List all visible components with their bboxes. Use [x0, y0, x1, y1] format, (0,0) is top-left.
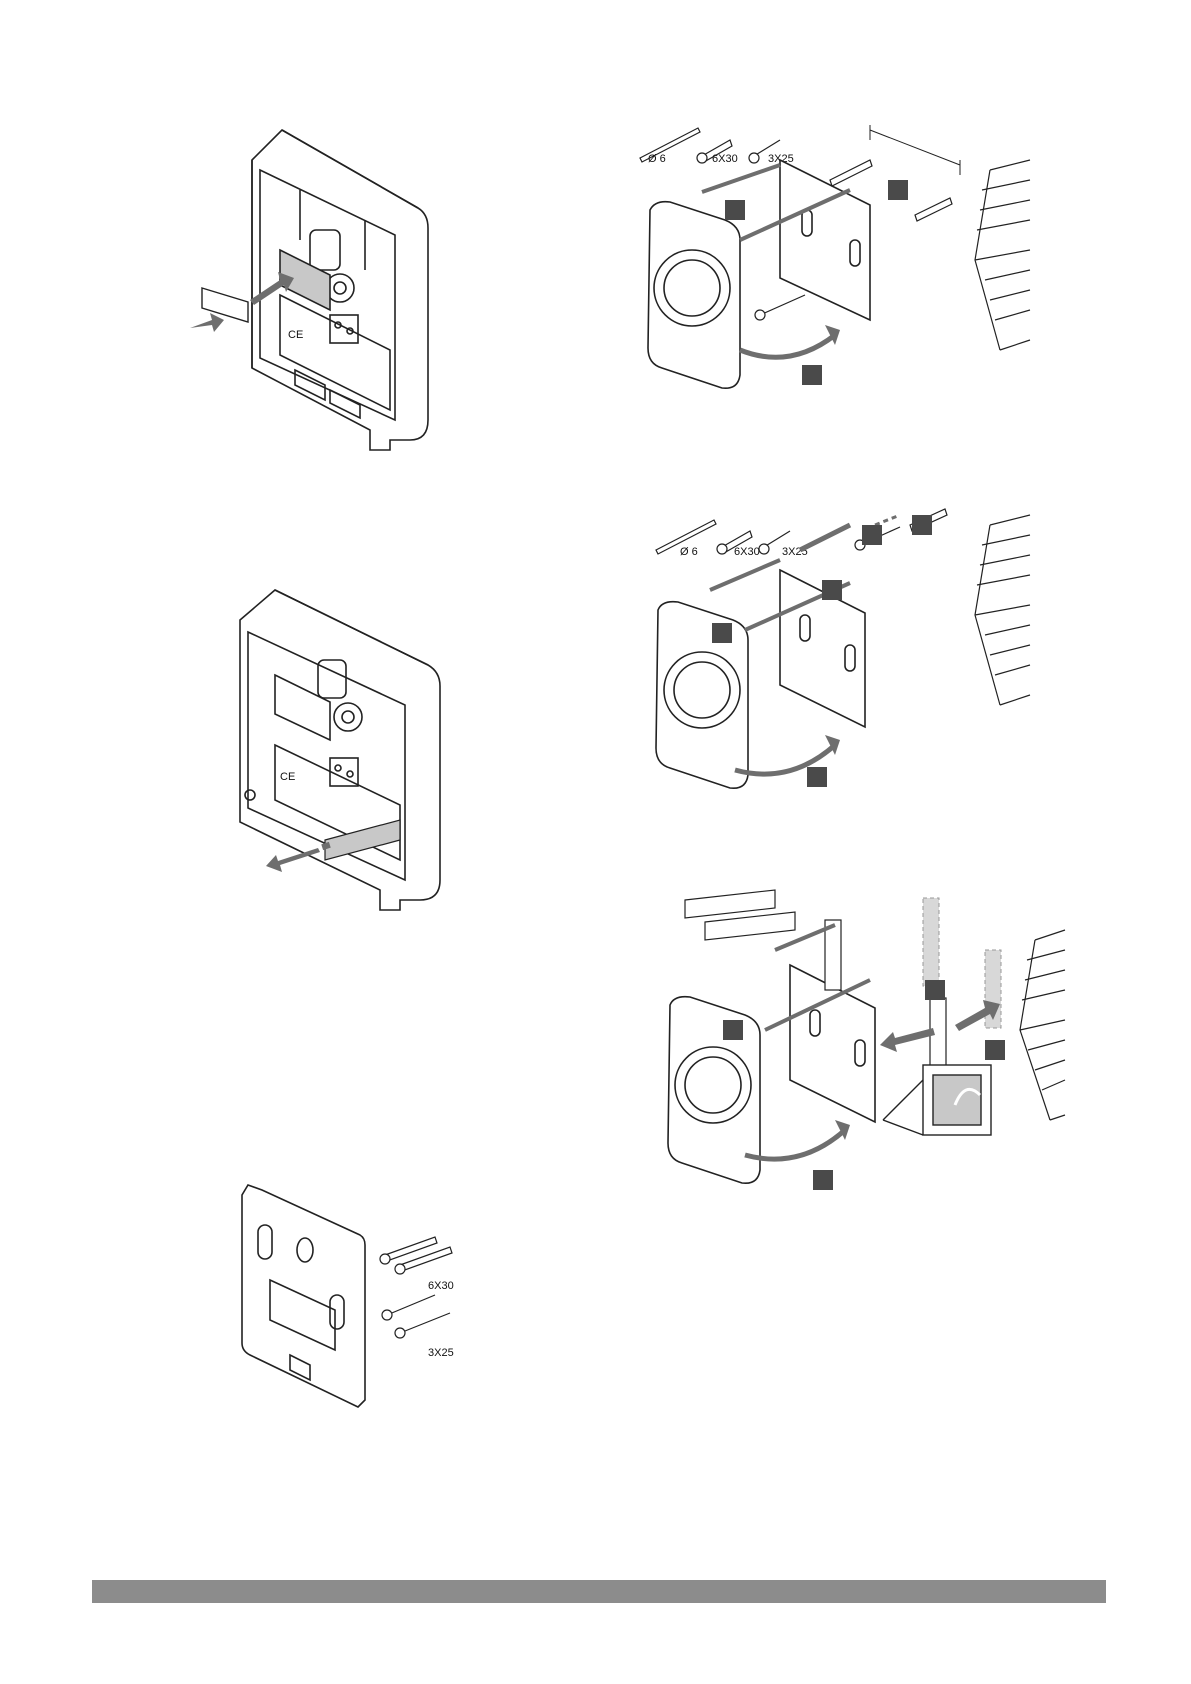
screw-icon	[382, 1295, 450, 1338]
mounting-plate-icon	[242, 1185, 365, 1407]
step-marker	[888, 180, 908, 200]
step-marker	[802, 365, 822, 385]
adhesive-tape-icon	[685, 890, 795, 940]
wall-plug-icon	[380, 1237, 452, 1274]
figure-mounting-kit: 6X30 3X25	[240, 1185, 480, 1410]
step-marker	[725, 200, 745, 220]
step-marker	[723, 1020, 743, 1040]
dimension-line	[870, 125, 960, 175]
step-marker	[985, 1040, 1005, 1060]
step-marker	[862, 525, 882, 545]
wall-icon	[975, 160, 1030, 350]
figure-tape-mounting	[655, 880, 1085, 1210]
wall-icon	[975, 515, 1030, 705]
drill-size-label: Ø 6	[648, 153, 666, 165]
thermostat-base-icon: CE	[252, 130, 428, 450]
step-marker	[712, 623, 732, 643]
peel-detail-icon	[883, 1065, 991, 1135]
thermostat-front-icon	[648, 202, 740, 389]
screw-size-label: 3X25	[428, 1347, 454, 1359]
screw-icon	[755, 295, 805, 320]
step-marker	[925, 980, 945, 1000]
drill-size-label: Ø 6	[680, 546, 698, 558]
figure-insert-label: CE	[190, 120, 490, 455]
plug-size-label: 6X30	[712, 153, 738, 165]
step-marker	[822, 580, 842, 600]
step-marker	[912, 515, 932, 535]
figure-screw-mounting-alt: Ø 6 6X30 3X25	[650, 505, 1070, 815]
plug-size-label: 6X30	[734, 546, 760, 558]
plug-size-label: 6X30	[428, 1280, 454, 1292]
ce-mark: CE	[288, 329, 303, 341]
ce-mark: CE	[280, 771, 295, 783]
step-marker	[807, 767, 827, 787]
wall-icon	[1020, 930, 1065, 1120]
thermostat-front-icon	[656, 602, 748, 789]
step-marker	[813, 1170, 833, 1190]
mounting-plate-icon	[780, 160, 870, 320]
label-strip-icon	[202, 288, 248, 322]
figure-remove-label: CE	[230, 590, 470, 925]
footer-bar	[92, 1580, 1106, 1603]
figure-screw-mounting: Ø 6 6X30 3X25	[630, 120, 1070, 410]
